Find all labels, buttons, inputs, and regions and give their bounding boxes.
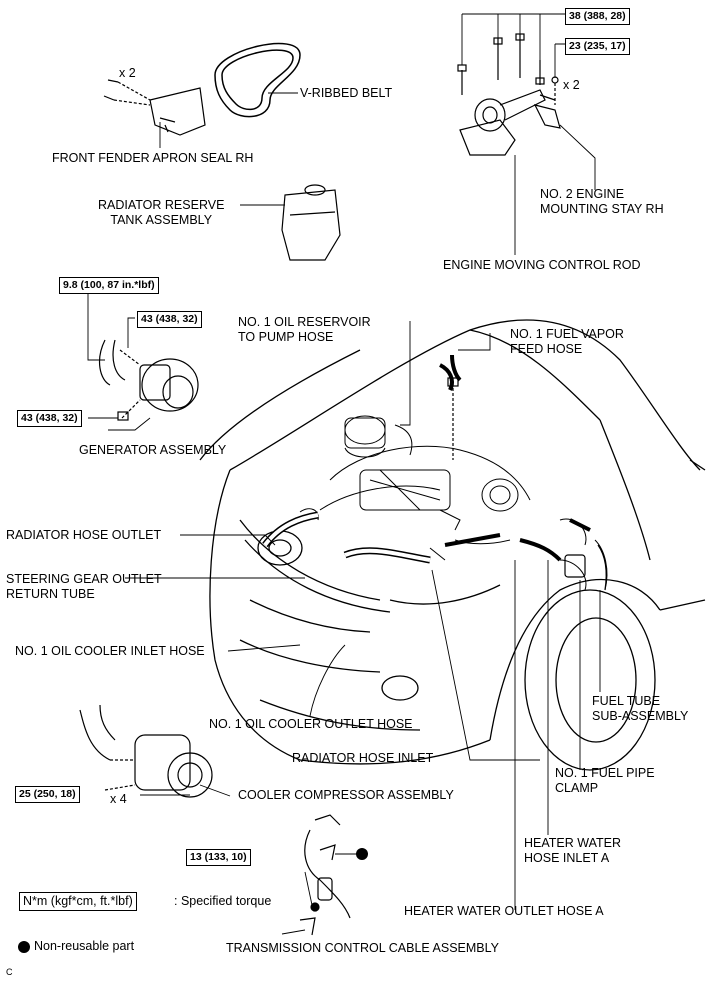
- label-radiator-hose-outlet: RADIATOR HOSE OUTLET: [6, 528, 162, 542]
- label-radiator-hose-inlet: RADIATOR HOSE INLET: [292, 751, 434, 765]
- engine-mount-part: [457, 33, 561, 156]
- label-cooler-compressor-assembly: COOLER COMPRESSOR ASSEMBLY: [238, 788, 454, 802]
- qty-apron-clips: x 2: [119, 66, 136, 80]
- label-no1-oil-cooler-inlet-hose: NO. 1 OIL COOLER INLET HOSE: [15, 644, 205, 658]
- label-heater-water-hose-inlet-a: HEATER WATER HOSE INLET A: [524, 836, 621, 865]
- legend-unit-desc: : Specified torque: [174, 894, 272, 908]
- qty-stay-nuts: x 2: [563, 78, 580, 92]
- label-transmission-control-cable: TRANSMISSION CONTROL CABLE ASSEMBLY: [226, 941, 499, 955]
- label-no1-oil-cooler-outlet-hose: NO. 1 OIL COOLER OUTLET HOSE: [209, 717, 413, 731]
- label-radiator-reserve-tank: RADIATOR RESERVE TANK ASSEMBLY: [98, 198, 225, 227]
- car-body-outline: [199, 319, 706, 771]
- legend-dot-icon: [18, 941, 30, 953]
- torque-box-43-top: 43 (438, 32): [137, 311, 202, 328]
- label-no1-fuel-vapor-feed-hose: NO. 1 FUEL VAPOR FEED HOSE: [510, 327, 624, 356]
- non-reusable-marker: [356, 848, 368, 860]
- engine-bay: [262, 363, 608, 591]
- leader-lines: [87, 13, 601, 935]
- label-engine-moving-control-rod: ENGINE MOVING CONTROL ROD: [443, 258, 641, 272]
- generator-part: [98, 339, 199, 421]
- label-front-fender-apron-seal: FRONT FENDER APRON SEAL RH: [52, 151, 254, 165]
- torque-box-43-bottom: 43 (438, 32): [17, 410, 82, 427]
- torque-box-38: 38 (388, 28): [565, 8, 630, 25]
- apron-seal-part: [103, 79, 206, 136]
- corner-mark: C: [6, 967, 13, 977]
- label-fuel-tube-sub-assembly: FUEL TUBE SUB-ASSEMBLY: [592, 694, 689, 723]
- label-generator-assembly: GENERATOR ASSEMBLY: [79, 443, 227, 457]
- qty-compressor-bolts: x 4: [110, 792, 127, 806]
- torque-box-25: 25 (250, 18): [15, 786, 80, 803]
- legend-non-reusable: Non-reusable part: [34, 939, 135, 953]
- label-no1-fuel-pipe-clamp: NO. 1 FUEL PIPE CLAMP: [555, 766, 655, 795]
- torque-box-13: 13 (133, 10): [186, 849, 251, 866]
- label-steering-gear-outlet: STEERING GEAR OUTLET RETURN TUBE: [6, 572, 162, 601]
- label-no2-engine-mounting-stay: NO. 2 ENGINE MOUNTING STAY RH: [540, 187, 664, 216]
- label-v-ribbed-belt: V-RIBBED BELT: [300, 86, 393, 100]
- label-heater-water-outlet-hose-a: HEATER WATER OUTLET HOSE A: [404, 904, 604, 918]
- transmission-cable-part: [299, 814, 351, 936]
- fuel-parts: [447, 354, 607, 591]
- v-ribbed-belt-part: [214, 42, 301, 118]
- legend-unit-box: N*m (kgf*cm, ft.*lbf): [19, 892, 137, 911]
- torque-box-23: 23 (235, 17): [565, 38, 630, 55]
- torque-box-9-8: 9.8 (100, 87 in.*lbf): [59, 277, 159, 294]
- label-no1-oil-reservoir-hose: NO. 1 OIL RESERVOIR TO PUMP HOSE: [238, 315, 371, 344]
- compressor-part: [79, 704, 213, 798]
- reserve-tank-part: [281, 184, 341, 261]
